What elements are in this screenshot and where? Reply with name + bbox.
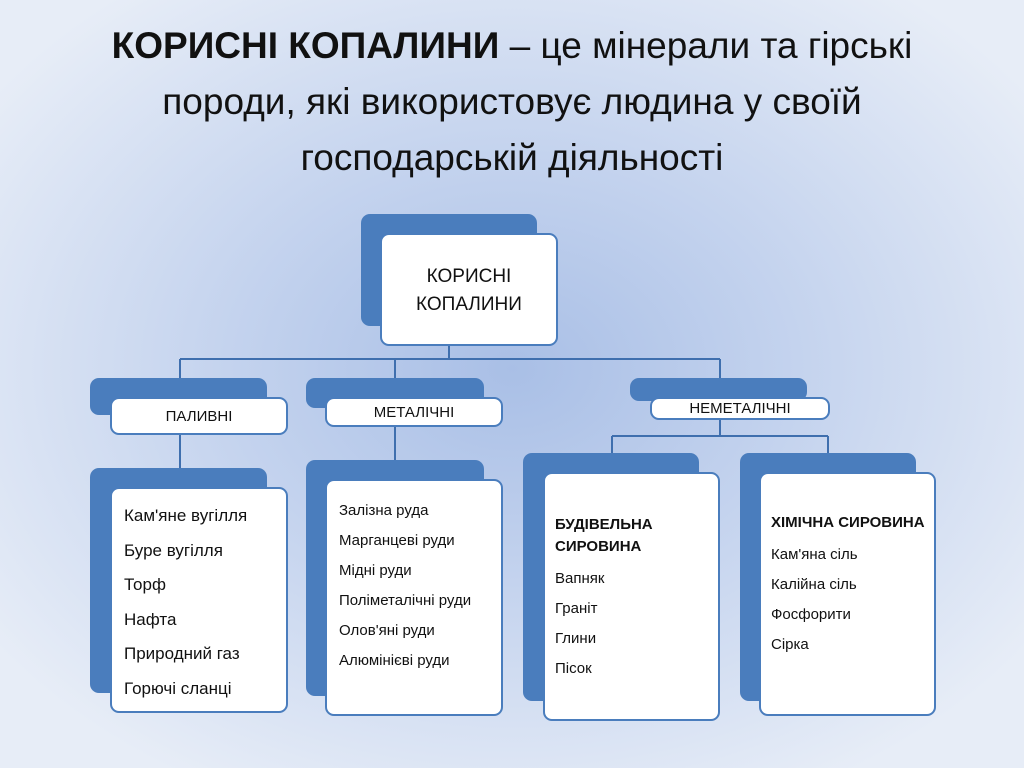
list-item: Нафта — [124, 609, 177, 629]
list-item: Граніт — [555, 600, 598, 617]
list-item: Олов'яні руди — [339, 622, 435, 639]
list-item: Вапняк — [555, 570, 605, 587]
construction-heading: БУДІВЕЛЬНА СИРОВИНА — [555, 516, 653, 555]
category-nonmetal-label: НЕМЕТАЛІЧНІ — [689, 400, 791, 417]
construction-list: Вапняк Граніт Глини Пісок — [555, 564, 718, 684]
title-definition: – це мінерали та гірські породи, які вик… — [162, 25, 913, 178]
list-item: Торф — [124, 575, 166, 594]
category-nonmetal-shadow — [630, 378, 807, 401]
chemical-heading: ХІМІЧНА СИРОВИНА — [771, 514, 925, 531]
list-item: Глини — [555, 630, 597, 647]
list-item: Залізна руда — [339, 502, 429, 519]
category-nonmetal: НЕМЕТАЛІЧНІ — [650, 397, 830, 420]
list-item: Буре вугілля — [124, 540, 223, 560]
list-item: Сірка — [771, 636, 809, 653]
category-fuel: ПАЛИВНІ — [110, 397, 288, 435]
chemical-box: ХІМІЧНА СИРОВИНА Кам'яна сіль Калійна сі… — [759, 472, 936, 716]
metal-list: Залізна руда Марганцеві руди Мідні руди … — [339, 501, 501, 670]
metal-list-box: Залізна руда Марганцеві руди Мідні руди … — [325, 479, 503, 716]
root-box: КОРИСНІ КОПАЛИНИ — [380, 233, 558, 346]
fuel-list: Кам'яне вугілля Буре вугілля Торф Нафта … — [124, 499, 286, 706]
slide-title: КОРИСНІ КОПАЛИНИ – це мінерали та гірськ… — [40, 18, 984, 186]
list-item: Марганцеві руди — [339, 532, 455, 549]
list-item: Природний газ — [124, 644, 240, 663]
list-item: Кам'яне вугілля — [124, 506, 248, 525]
list-item: Калійна сіль — [771, 576, 857, 593]
fuel-list-box: Кам'яне вугілля Буре вугілля Торф Нафта … — [110, 487, 288, 713]
list-item: Поліметалічні руди — [339, 592, 472, 609]
list-item: Фосфорити — [771, 606, 851, 623]
category-metal: МЕТАЛІЧНІ — [325, 397, 503, 427]
list-item: Горючі сланці — [124, 678, 232, 698]
title-term: КОРИСНІ КОПАЛИНИ — [111, 25, 500, 66]
list-item: Алюмінієві руди — [339, 652, 450, 669]
list-item: Пісок — [555, 660, 592, 677]
list-item: Кам'яна сіль — [771, 546, 858, 563]
list-item: Мідні руди — [339, 562, 412, 579]
root-label: КОРИСНІ КОПАЛИНИ — [416, 266, 522, 315]
chemical-list: Кам'яна сіль Калійна сіль Фосфорити Сірк… — [771, 540, 934, 660]
category-fuel-label: ПАЛИВНІ — [165, 407, 233, 425]
construction-box: БУДІВЕЛЬНА СИРОВИНА Вапняк Граніт Глини … — [543, 472, 720, 721]
category-metal-label: МЕТАЛІЧНІ — [373, 403, 455, 421]
